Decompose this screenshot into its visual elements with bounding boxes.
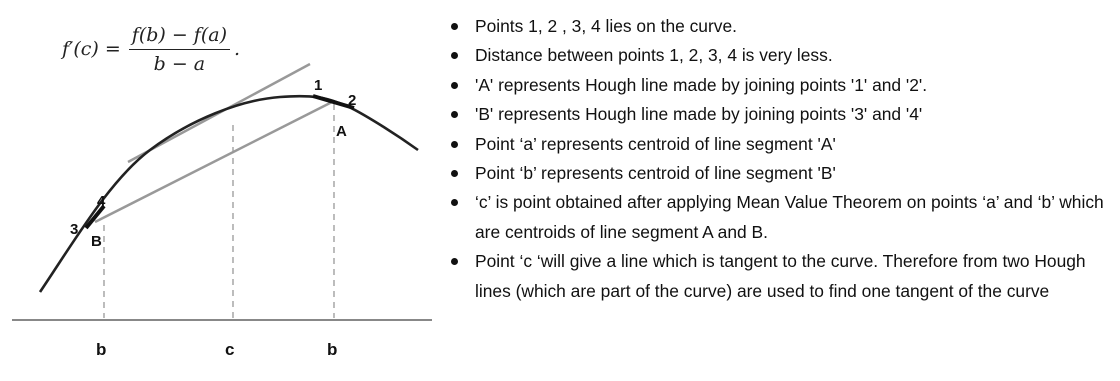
axis-label-b-left: b [96, 340, 106, 359]
list-item: Points 1, 2 , 3, 4 lies on the curve. [448, 12, 1116, 41]
explanation-list: Points 1, 2 , 3, 4 lies on the curve. Di… [448, 12, 1116, 306]
formula-trailing: . [234, 38, 241, 60]
axis-label-c: c [225, 340, 234, 359]
formula-denominator: b − a [153, 52, 206, 75]
list-item: Distance between points 1, 2, 3, 4 is ve… [448, 41, 1116, 70]
list-item: Point ‘a’ represents centroid of line se… [448, 130, 1116, 159]
mean-value-formula: f′(c) = f(b) − f(a) b − a . [62, 14, 240, 84]
point-label-4: 4 [97, 193, 106, 210]
formula-lhs: f′(c) = [62, 38, 121, 60]
axis-label-b-right: b [327, 340, 337, 359]
list-item: Point ‘c ‘will give a line which is tang… [448, 247, 1116, 306]
mean-value-theorem-diagram: 1 2 3 4 A B b c b [12, 62, 432, 359]
point-label-1: 1 [314, 77, 322, 94]
secant-line [94, 99, 335, 224]
list-item: 'A' represents Hough line made by joinin… [448, 71, 1116, 100]
point-label-2: 2 [348, 92, 356, 109]
formula-numerator: f(b) − f(a) [128, 24, 230, 50]
hough-segment-b [84, 204, 106, 230]
formula-fraction: f(b) − f(a) b − a [128, 24, 230, 75]
point-label-3: 3 [70, 221, 78, 238]
hough-segment-a [312, 94, 355, 110]
list-item: ‘c’ is point obtained after applying Mea… [448, 188, 1116, 247]
list-item: Point ‘b’ represents centroid of line se… [448, 159, 1116, 188]
segment-label-b: B [91, 233, 102, 250]
list-item: 'B' represents Hough line made by joinin… [448, 100, 1116, 129]
segment-label-a: A [336, 123, 347, 140]
